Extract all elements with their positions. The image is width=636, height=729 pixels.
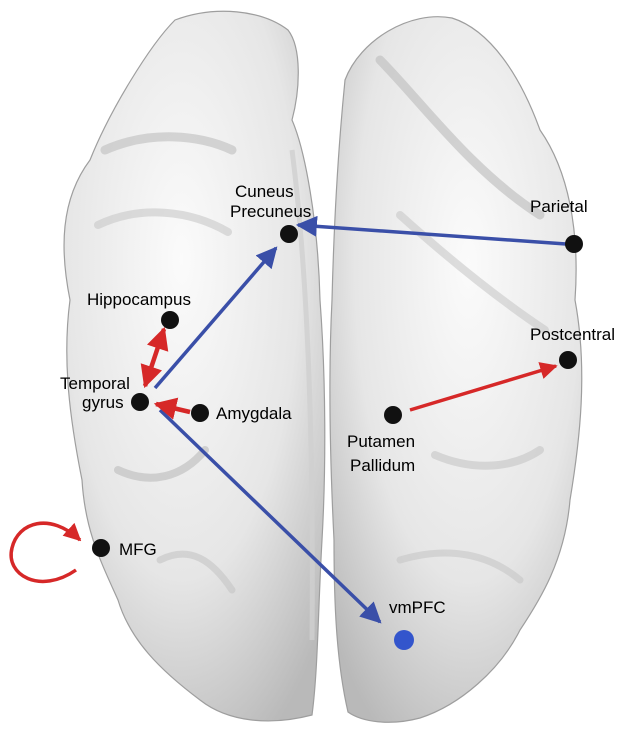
label-mfg: MFG xyxy=(119,540,157,559)
node-amygdala xyxy=(191,404,209,422)
node-vmpfc xyxy=(394,630,414,650)
label-cuneus: Cuneus xyxy=(235,182,294,201)
left-hemisphere-shape xyxy=(64,11,325,721)
node-hippocampus xyxy=(161,311,179,329)
node-mfg xyxy=(92,539,110,557)
label-hippocampus: Hippocampus xyxy=(87,290,191,309)
node-parietal xyxy=(565,235,583,253)
label-precuneus: Precuneus xyxy=(230,202,311,221)
label-gyrus: gyrus xyxy=(82,393,124,412)
label-amygdala: Amygdala xyxy=(216,404,292,423)
label-vmpfc: vmPFC xyxy=(389,598,446,617)
label-pallidum: Pallidum xyxy=(350,456,415,475)
label-postcentral: Postcentral xyxy=(530,325,615,344)
label-temporal: Temporal xyxy=(60,374,130,393)
label-parietal: Parietal xyxy=(530,197,588,216)
node-cuneus-precuneus xyxy=(280,225,298,243)
node-postcentral xyxy=(559,351,577,369)
node-temporal-gyrus xyxy=(131,393,149,411)
arrow-mfg-self-loop xyxy=(11,523,80,581)
node-putamen-pallidum xyxy=(384,406,402,424)
left-hemisphere xyxy=(64,11,325,721)
label-putamen: Putamen xyxy=(347,432,415,451)
